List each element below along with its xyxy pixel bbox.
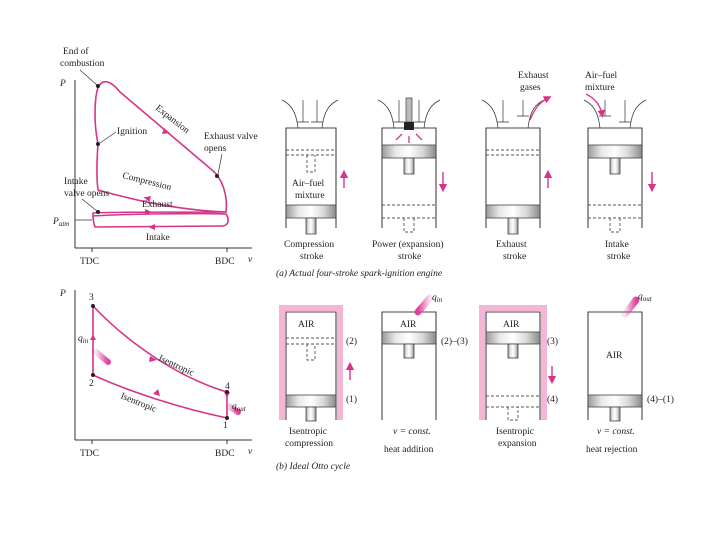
air-label-2: AIR (400, 320, 417, 330)
ideal-cylinder-heat-addition: AIR (2)–(3) qin v = const. heat addition (381, 293, 468, 455)
intake-stroke-label: Intake (605, 240, 629, 250)
actual-cycle-curve (92, 80, 229, 228)
expansion-label: Expansion (153, 103, 191, 136)
heat-addition-label-2: heat addition (384, 445, 434, 455)
state-3-marker: (3) (547, 336, 558, 347)
state-1-marker: (1) (346, 394, 357, 405)
exhaust-gases-label: Exhaust (518, 71, 549, 81)
ideal-caption: (b) Ideal Otto cycle (276, 461, 350, 472)
qout-label-2: qout (638, 292, 653, 303)
compression-stroke-label: Compression (284, 240, 334, 250)
cylinder-exhaust: Exhaust gases Exhaust stroke (481, 71, 553, 262)
qin-label-2: qin (432, 293, 443, 304)
state-3-label: 3 (89, 293, 94, 303)
heat-rejection-label: v = const. (597, 427, 635, 437)
state-4-label: 4 (225, 382, 230, 392)
actual-patm-label: Patm (52, 217, 69, 228)
air-fuel-top-label: Air–fuel (585, 70, 618, 81)
isentropic-expansion-label-2: expansion (498, 439, 537, 449)
ideal-tdc-label: TDC (80, 449, 99, 459)
isentropic-compression-label: Isentropic (289, 427, 327, 437)
ideal-cylinder-compression: AIR (2) (1) Isentropic compression (279, 305, 357, 449)
air-fuel-mixture-label-2: mixture (295, 191, 325, 201)
exhaust-label: Exhaust (142, 200, 173, 210)
intake-stroke-label-2: stroke (607, 252, 630, 262)
cylinder-compression: Air–fuel mixture Compression stroke (281, 99, 349, 262)
cylinder-power: Power (expansion) stroke (372, 97, 448, 262)
isentropic-top-label: Isentropic (157, 354, 196, 379)
qout-label: qout (232, 402, 247, 413)
ignition-label: Ignition (117, 127, 147, 137)
qin-label: qin (78, 334, 89, 345)
power-stroke-label-2: stroke (398, 252, 421, 262)
state-23-marker: (2)–(3) (441, 336, 468, 347)
air-label-1: AIR (298, 320, 315, 330)
actual-bdc-label: BDC (215, 257, 235, 267)
state-2-label: 2 (89, 379, 94, 389)
end-of-combustion-label: End of (63, 46, 89, 57)
ideal-pv-diagram: P v TDC BDC 3 2 4 1 qin qout Isentropic … (59, 289, 253, 459)
actual-caption: (a) Actual four-stroke spark-ignition en… (276, 268, 442, 279)
exhaust-valve-label: Exhaust valve (204, 132, 258, 142)
exhaust-stroke-label: Exhaust (496, 240, 527, 250)
end-of-combustion-label-2: combustion (60, 59, 105, 69)
actual-y-label: P (59, 79, 66, 89)
state-1-label: 1 (223, 421, 228, 431)
compression-stroke-label-2: stroke (300, 252, 323, 262)
air-label-3: AIR (503, 320, 520, 330)
exhaust-gases-label-2: gases (520, 83, 541, 93)
ideal-cylinder-expansion: AIR (3) (4) Isentropic expansion (479, 305, 558, 449)
state-41-marker: (4)–(1) (647, 394, 674, 405)
ideal-cylinders: AIR (2) (1) Isentropic compression AIR (… (276, 292, 674, 472)
heat-rejection-label-2: heat rejection (586, 445, 638, 455)
state-4-marker: (4) (547, 394, 558, 405)
actual-engine-strokes: Air–fuel mixture Compression stroke Powe… (276, 70, 657, 279)
ideal-x-label: v (248, 447, 253, 457)
air-fuel-top-label-2: mixture (585, 83, 615, 93)
intake-valve-label: Intake (64, 177, 88, 187)
intake-valve-label-2: valve opens (64, 189, 109, 199)
air-fuel-mixture-label: Air–fuel (292, 178, 325, 189)
ideal-bdc-label: BDC (215, 449, 235, 459)
cylinder-intake: Air–fuel mixture Intake stroke (583, 70, 657, 262)
actual-tdc-label: TDC (80, 257, 99, 267)
heat-addition-label: v = const. (393, 427, 431, 437)
ideal-cylinder-heat-rejection: AIR (4)–(1) qout v = const. heat rejecti… (586, 292, 674, 455)
power-stroke-label: Power (expansion) (372, 239, 444, 250)
actual-x-label: v (248, 255, 253, 265)
state-2-marker: (2) (346, 336, 357, 347)
ideal-y-label: P (59, 289, 66, 299)
intake-label: Intake (146, 233, 170, 243)
exhaust-valve-label-2: opens (204, 144, 226, 154)
isentropic-bottom-label: Isentropic (119, 392, 158, 416)
exhaust-stroke-label-2: stroke (503, 252, 526, 262)
air-label-4: AIR (606, 351, 623, 361)
compression-label: Compression (121, 171, 172, 193)
isentropic-expansion-label: Isentropic (496, 427, 534, 437)
isentropic-compression-label-2: compression (285, 439, 333, 449)
actual-pv-diagram: P v TDC BDC Patm End of combustion Ignit… (52, 46, 258, 267)
